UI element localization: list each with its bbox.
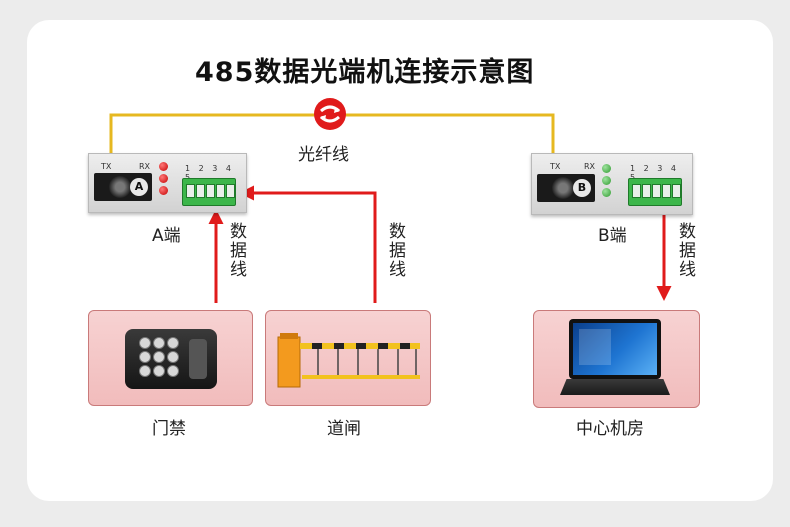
barrier-gate-icon xyxy=(277,333,420,388)
device-b-terminal-block xyxy=(628,178,682,206)
barrier-gate-label: 道闸 xyxy=(327,419,361,439)
led-indicator-icon xyxy=(602,164,611,173)
data-line-label-room: 数据线 xyxy=(675,222,695,279)
device-b: TX RX B 1 2 3 4 5 xyxy=(531,153,693,215)
data-line-label-access: 数据线 xyxy=(226,222,246,279)
device-a-fiber-port: A xyxy=(94,173,152,201)
device-a-pin-numbers: 1 2 3 4 5 xyxy=(185,164,234,182)
led-indicator-icon xyxy=(602,188,611,197)
device-a-terminal-block xyxy=(182,178,236,206)
fiber-port-icon xyxy=(552,177,574,199)
diagram-card xyxy=(27,20,773,501)
barrier-gate-box xyxy=(265,310,431,406)
led-indicator-icon xyxy=(159,186,168,195)
laptop-icon xyxy=(569,319,661,379)
led-indicator-icon xyxy=(159,174,168,183)
diagram-title: 485数据光端机连接示意图 xyxy=(195,57,535,88)
data-line-barrier-gate xyxy=(239,185,377,303)
device-a-tx-label: TX xyxy=(101,162,112,171)
led-indicator-icon xyxy=(159,162,168,171)
fiber-label: 光纤线 xyxy=(298,145,349,165)
led-indicator-icon xyxy=(602,176,611,185)
control-room-box xyxy=(533,310,700,408)
device-b-pin-numbers: 1 2 3 4 5 xyxy=(630,164,679,182)
data-line-label-gate: 数据线 xyxy=(385,222,405,279)
device-a-port-mark: A xyxy=(130,178,148,196)
keypad-icon xyxy=(125,329,217,389)
access-control-label: 门禁 xyxy=(152,419,186,439)
fiber-link-icon xyxy=(314,98,346,130)
access-control-box xyxy=(88,310,253,406)
device-b-port-mark: B xyxy=(573,179,591,197)
laptop-keyboard xyxy=(560,379,670,395)
device-b-tx-label: TX xyxy=(550,162,561,171)
device-a: TX RX A 1 2 3 4 5 xyxy=(88,153,247,213)
device-b-fiber-port: B xyxy=(537,174,595,202)
fiber-port-icon xyxy=(109,176,131,198)
device-a-label: A端 xyxy=(152,226,181,246)
device-a-rx-label: RX xyxy=(139,162,151,171)
control-room-label: 中心机房 xyxy=(576,419,644,439)
device-b-label: B端 xyxy=(598,226,627,246)
device-b-rx-label: RX xyxy=(584,162,596,171)
